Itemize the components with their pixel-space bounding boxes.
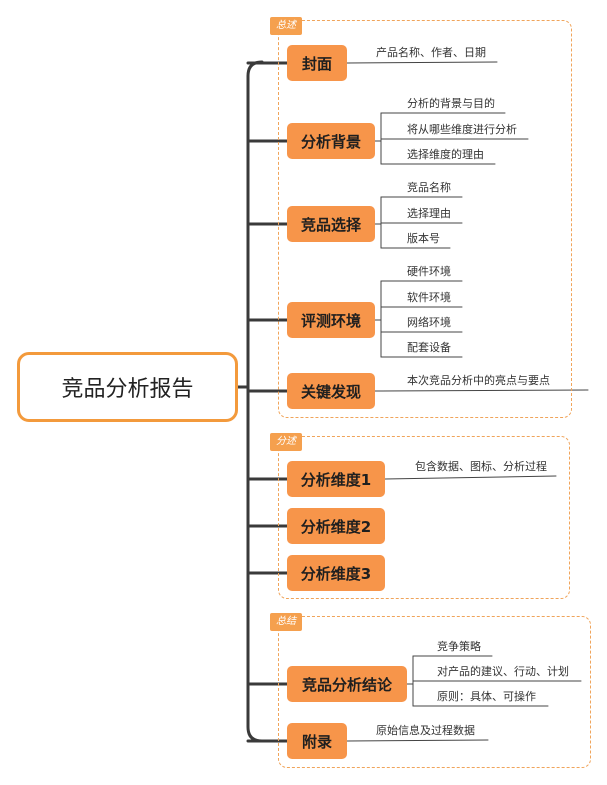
sub-item: 软件环境 (407, 291, 451, 304)
sub-item: 竞争策略 (437, 640, 481, 653)
group-overview-box (278, 20, 572, 418)
root-topic[interactable]: 竞品分析报告 (17, 352, 238, 422)
sub-connector (346, 739, 489, 742)
topic-appendix[interactable]: 附录 (287, 723, 347, 759)
sub-item: 选择维度的理由 (407, 148, 484, 161)
topic-label: 关键发现 (300, 382, 361, 401)
group-overview-tag: 总述 (270, 17, 302, 35)
sub-item: 对产品的建议、行动、计划 (437, 665, 569, 678)
sub-item: 产品名称、作者、日期 (376, 46, 486, 59)
sub-item: 配套设备 (407, 341, 451, 354)
topic-label: 竞品选择 (300, 215, 361, 234)
sub-item: 版本号 (407, 232, 440, 245)
trunk-line (246, 60, 264, 743)
sub-connector (346, 61, 498, 64)
sub-item: 分析的背景与目的 (407, 97, 495, 110)
root-topic-label: 竞品分析报告 (61, 377, 194, 402)
topic-background[interactable]: 分析背景 (287, 123, 375, 159)
topic-label: 竞品分析结论 (301, 675, 392, 694)
sub-item: 本次竞品分析中的亮点与要点 (407, 374, 550, 387)
topic-label: 分析维度1 (300, 470, 372, 489)
group-details-box (278, 436, 570, 599)
topic-competitor-selection[interactable]: 竞品选择 (287, 206, 375, 242)
topic-dimension-3[interactable]: 分析维度3 (287, 555, 385, 591)
sub-item: 竞品名称 (407, 181, 451, 194)
sub-item: 硬件环境 (407, 265, 451, 278)
sub-item: 原则：具体、可操作 (437, 690, 536, 703)
sub-item: 原始信息及过程数据 (376, 724, 475, 737)
topic-test-environment[interactable]: 评测环境 (287, 302, 375, 338)
topic-label: 评测环境 (300, 311, 361, 330)
topic-key-findings[interactable]: 关键发现 (287, 373, 375, 409)
topic-dimension-1[interactable]: 分析维度1 (287, 461, 385, 497)
sub-item: 网络环境 (407, 316, 451, 329)
sub-item: 将从哪些维度进行分析 (407, 123, 517, 136)
group-summary-box (278, 616, 591, 768)
sub-item: 选择理由 (407, 207, 451, 220)
topic-label: 分析维度3 (300, 564, 372, 583)
sub-connector (374, 389, 589, 392)
group-details-tag: 分述 (270, 433, 302, 451)
topic-label: 附录 (301, 732, 332, 751)
sub-item: 包含数据、图标、分析过程 (415, 460, 547, 473)
topic-label: 分析维度2 (300, 517, 372, 536)
topic-conclusion[interactable]: 竞品分析结论 (287, 666, 407, 702)
sub-connector (384, 475, 557, 480)
topic-label: 分析背景 (300, 132, 361, 151)
topic-dimension-2[interactable]: 分析维度2 (287, 508, 385, 544)
group-summary-tag: 总结 (270, 613, 302, 631)
topic-label: 封面 (301, 54, 332, 73)
topic-cover[interactable]: 封面 (287, 45, 347, 81)
